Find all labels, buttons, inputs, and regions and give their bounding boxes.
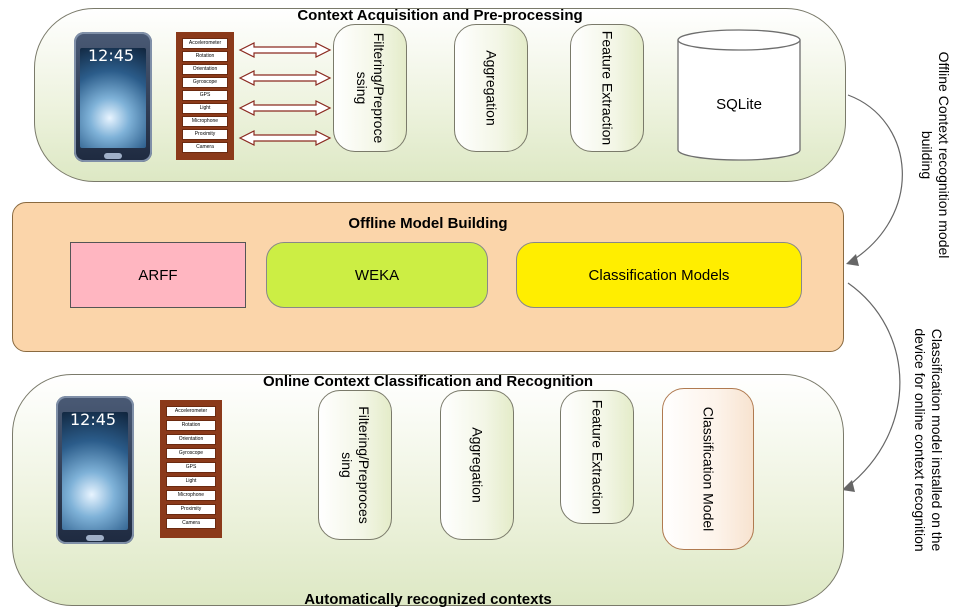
offline-arrow <box>847 94 903 263</box>
offline-arrowhead <box>846 254 859 266</box>
sensor-item: Camera <box>166 518 216 529</box>
phone-clock: 12:45 <box>88 46 135 65</box>
sensor-item: Microphone <box>182 116 228 127</box>
sensor-item: Accelerometer <box>166 406 216 417</box>
phone-clock-online: 12:45 <box>70 410 117 429</box>
sensor-item: Camera <box>182 142 228 153</box>
install-label-line1: Classification model installed on the <box>929 328 945 552</box>
weka-box: WEKA <box>266 242 488 308</box>
aggregation-box-online: Aggregation <box>440 390 514 540</box>
sensor-item: Rotation <box>166 420 216 431</box>
filtering-label-line2: ssing <box>354 71 370 105</box>
feature-extraction-label: Feature Extraction <box>599 30 616 146</box>
sensor-item: Proximity <box>166 504 216 515</box>
sensor-item: Light <box>182 103 228 114</box>
sensor-item: Orientation <box>166 434 216 445</box>
filtering-box-online: Filtering/Preproces sing <box>318 390 392 540</box>
sensor-item: Microphone <box>166 490 216 501</box>
filtering-label-line1: Filtering/Preproce <box>371 32 387 144</box>
feature-extraction-box-online: Feature Extraction <box>560 390 634 524</box>
filtering-label-online: Filtering/Preproces sing <box>338 406 372 524</box>
sensor-item: Gyroscope <box>182 77 228 88</box>
offline-building-label-line2: building <box>919 130 935 180</box>
offline-building-label-line1: Offline Context recognition model <box>936 51 952 259</box>
install-arrow <box>845 282 901 489</box>
sensor-item: Accelerometer <box>182 38 228 49</box>
sensor-item: Gyroscope <box>166 448 216 459</box>
smartphone-image-online: 12:45 <box>56 396 134 544</box>
smartphone-image: 12:45 <box>74 32 152 162</box>
aggregation-box: Aggregation <box>454 24 528 152</box>
filtering-label-online-line1: Filtering/Preproces <box>356 406 372 524</box>
feature-extraction-label-online: Feature Extraction <box>589 399 606 515</box>
sensor-item: GPS <box>166 462 216 473</box>
filtering-label-online-line2: sing <box>339 452 355 478</box>
classification-models-box: Classification Models <box>516 242 802 308</box>
acquisition-title: Context Acquisition and Pre-processing <box>297 7 583 24</box>
aggregation-label-online: Aggregation <box>469 427 486 503</box>
sensor-item: Proximity <box>182 129 228 140</box>
sqlite-label: SQLite <box>716 95 762 113</box>
install-label: Classification model installed on the de… <box>905 275 945 605</box>
sensor-item: GPS <box>182 90 228 101</box>
output-label: Automatically recognized contexts <box>304 591 552 608</box>
arff-box: ARFF <box>70 242 246 308</box>
classification-model-box: Classification Model <box>662 388 754 550</box>
sensor-list-online: Accelerometer Rotation Orientation Gyros… <box>160 400 222 538</box>
feature-extraction-box: Feature Extraction <box>570 24 644 152</box>
sensor-item: Orientation <box>182 64 228 75</box>
sensor-list: Accelerometer Rotation Orientation Gyros… <box>176 32 234 160</box>
offline-building-label: Offline Context recognition model buildi… <box>912 15 952 295</box>
sensor-item: Light <box>166 476 216 487</box>
filtering-box: Filtering/Preproce ssing <box>333 24 407 152</box>
model-building-title: Offline Model Building <box>348 215 508 232</box>
filtering-label: Filtering/Preproce ssing <box>353 33 387 144</box>
install-label-line2: device for online context recognition <box>912 328 928 552</box>
aggregation-label: Aggregation <box>483 50 500 126</box>
sensor-item: Rotation <box>182 51 228 62</box>
online-recognition-title: Online Context Classification and Recogn… <box>262 373 594 390</box>
classification-model-label: Classification Model <box>700 406 717 532</box>
